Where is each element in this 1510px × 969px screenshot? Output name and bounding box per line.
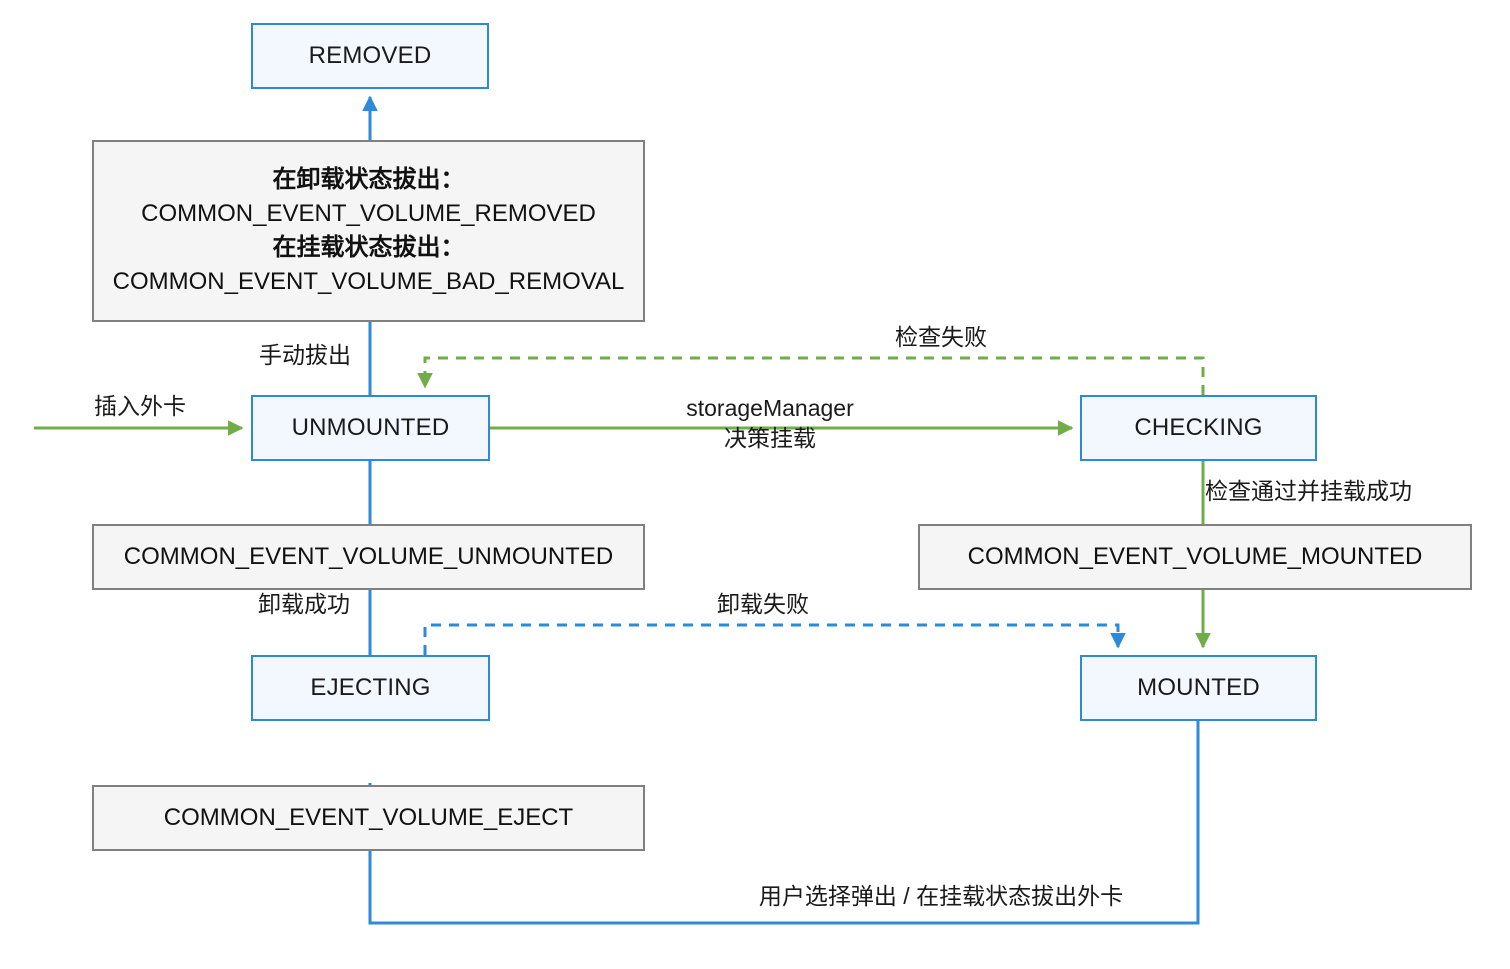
state-node-unmounted[interactable]: UNMOUNTED <box>251 395 490 461</box>
note-line: 在卸载状态拔出： <box>272 165 465 193</box>
note-line: COMMON_EVENT_VOLUME_BAD_REMOVAL <box>112 268 625 296</box>
state-node-removed[interactable]: REMOVED <box>251 23 489 89</box>
note-line: 在挂载状态拔出： <box>272 234 465 261</box>
state-node-checking[interactable]: CHECKING <box>1080 395 1317 461</box>
edge-checking-to-unmounted-failed <box>417 356 1205 395</box>
edge-label-check-pass-mount-ok: 检查通过并挂载成功 <box>1205 478 1412 504</box>
edge-label-check-failed: 检查失败 <box>895 324 987 350</box>
state-node-ejecting[interactable]: EJECTING <box>251 655 490 721</box>
note-eject-event: COMMON_EVENT_VOLUME_EJECT <box>92 785 645 851</box>
edge-label-unmount-success: 卸载成功 <box>258 591 350 617</box>
edge-label-manual-pull-out: 手动拔出 <box>259 342 351 368</box>
edge-label-storage-manager-line1: storageManager <box>686 395 854 421</box>
state-label-mounted: MOUNTED <box>1137 674 1260 701</box>
state-node-mounted[interactable]: MOUNTED <box>1080 655 1317 721</box>
note-line: COMMON_EVENT_VOLUME_EJECT <box>163 803 574 831</box>
state-label-ejecting: EJECTING <box>310 674 431 701</box>
note-line: COMMON_EVENT_VOLUME_UNMOUNTED <box>123 542 614 570</box>
note-removal-events: 在卸载状态拔出： COMMON_EVENT_VOLUME_REMOVED 在挂载… <box>92 140 645 322</box>
edge-label-user-eject-or-pull: 用户选择弹出 / 在挂载状态拔出外卡 <box>758 883 1124 909</box>
note-line: COMMON_EVENT_VOLUME_REMOVED <box>141 199 596 227</box>
edge-label-storage-manager-line2: 决策挂载 <box>724 425 816 451</box>
state-label-checking: CHECKING <box>1134 414 1263 441</box>
edge-ejecting-to-mounted-failed <box>423 623 1126 655</box>
edge-label-unmount-failed: 卸载失败 <box>717 591 809 617</box>
edge-label-insert-card: 插入外卡 <box>94 393 186 419</box>
state-label-removed: REMOVED <box>308 42 432 69</box>
note-unmounted-event: COMMON_EVENT_VOLUME_UNMOUNTED <box>92 524 645 590</box>
note-line: COMMON_EVENT_VOLUME_MOUNTED <box>967 542 1423 570</box>
note-mounted-event: COMMON_EVENT_VOLUME_MOUNTED <box>918 524 1472 590</box>
state-label-unmounted: UNMOUNTED <box>291 414 450 441</box>
